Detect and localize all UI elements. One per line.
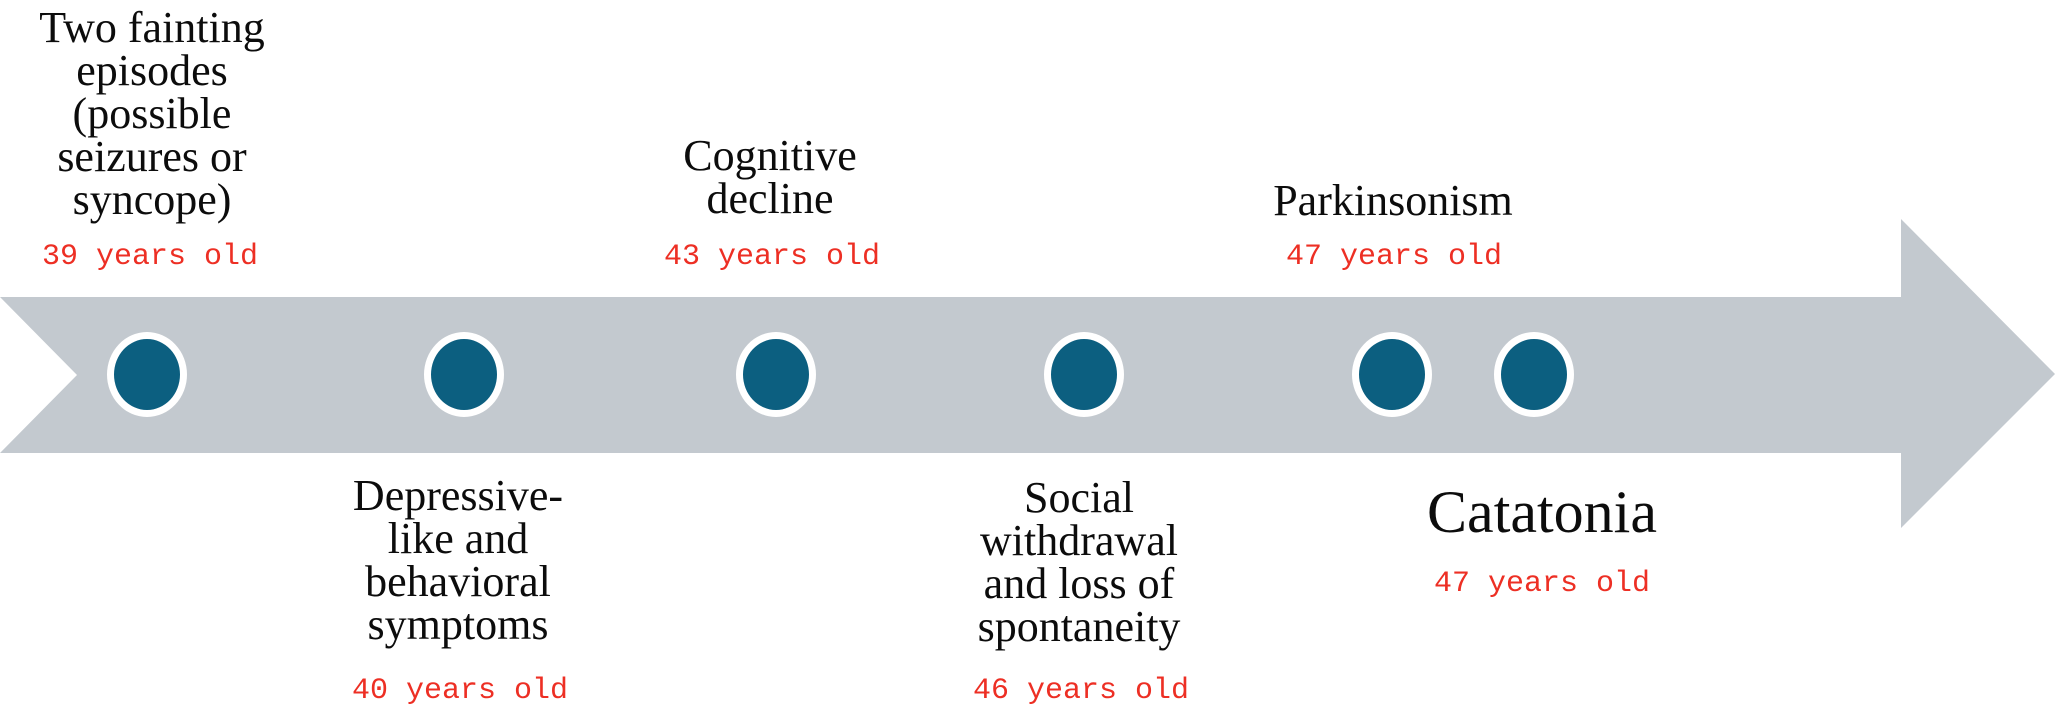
event-age-39: 39 years old	[41, 240, 259, 274]
event-label-fainting: Two fainting episodes (possible seizures…	[39, 3, 265, 224]
event-marker-2	[424, 332, 504, 417]
event-age-43: 43 years old	[663, 240, 881, 274]
event-marker-3	[736, 332, 816, 417]
event-age-40: 40 years old	[351, 674, 569, 707]
event-label-depressive: Depressive- like and behavioral symptoms	[352, 471, 564, 649]
event-marker-6	[1494, 332, 1574, 417]
event-label-social-withdrawal: Social withdrawal and loss of spontaneit…	[977, 473, 1181, 651]
event-label-catatonia: Catatonia	[1427, 479, 1657, 545]
event-marker-5	[1352, 332, 1432, 417]
event-label-parkinsonism: Parkinsonism	[1273, 176, 1513, 225]
event-age-46: 46 years old	[972, 674, 1190, 707]
event-marker-4	[1044, 332, 1124, 417]
timeline-arrow-shape	[0, 219, 2055, 528]
event-marker-1	[107, 332, 187, 417]
event-age-47-catatonia: 47 years old	[1433, 567, 1651, 601]
event-age-47-parkinsonism: 47 years old	[1285, 240, 1503, 274]
event-label-cognitive: Cognitive decline	[683, 131, 857, 223]
